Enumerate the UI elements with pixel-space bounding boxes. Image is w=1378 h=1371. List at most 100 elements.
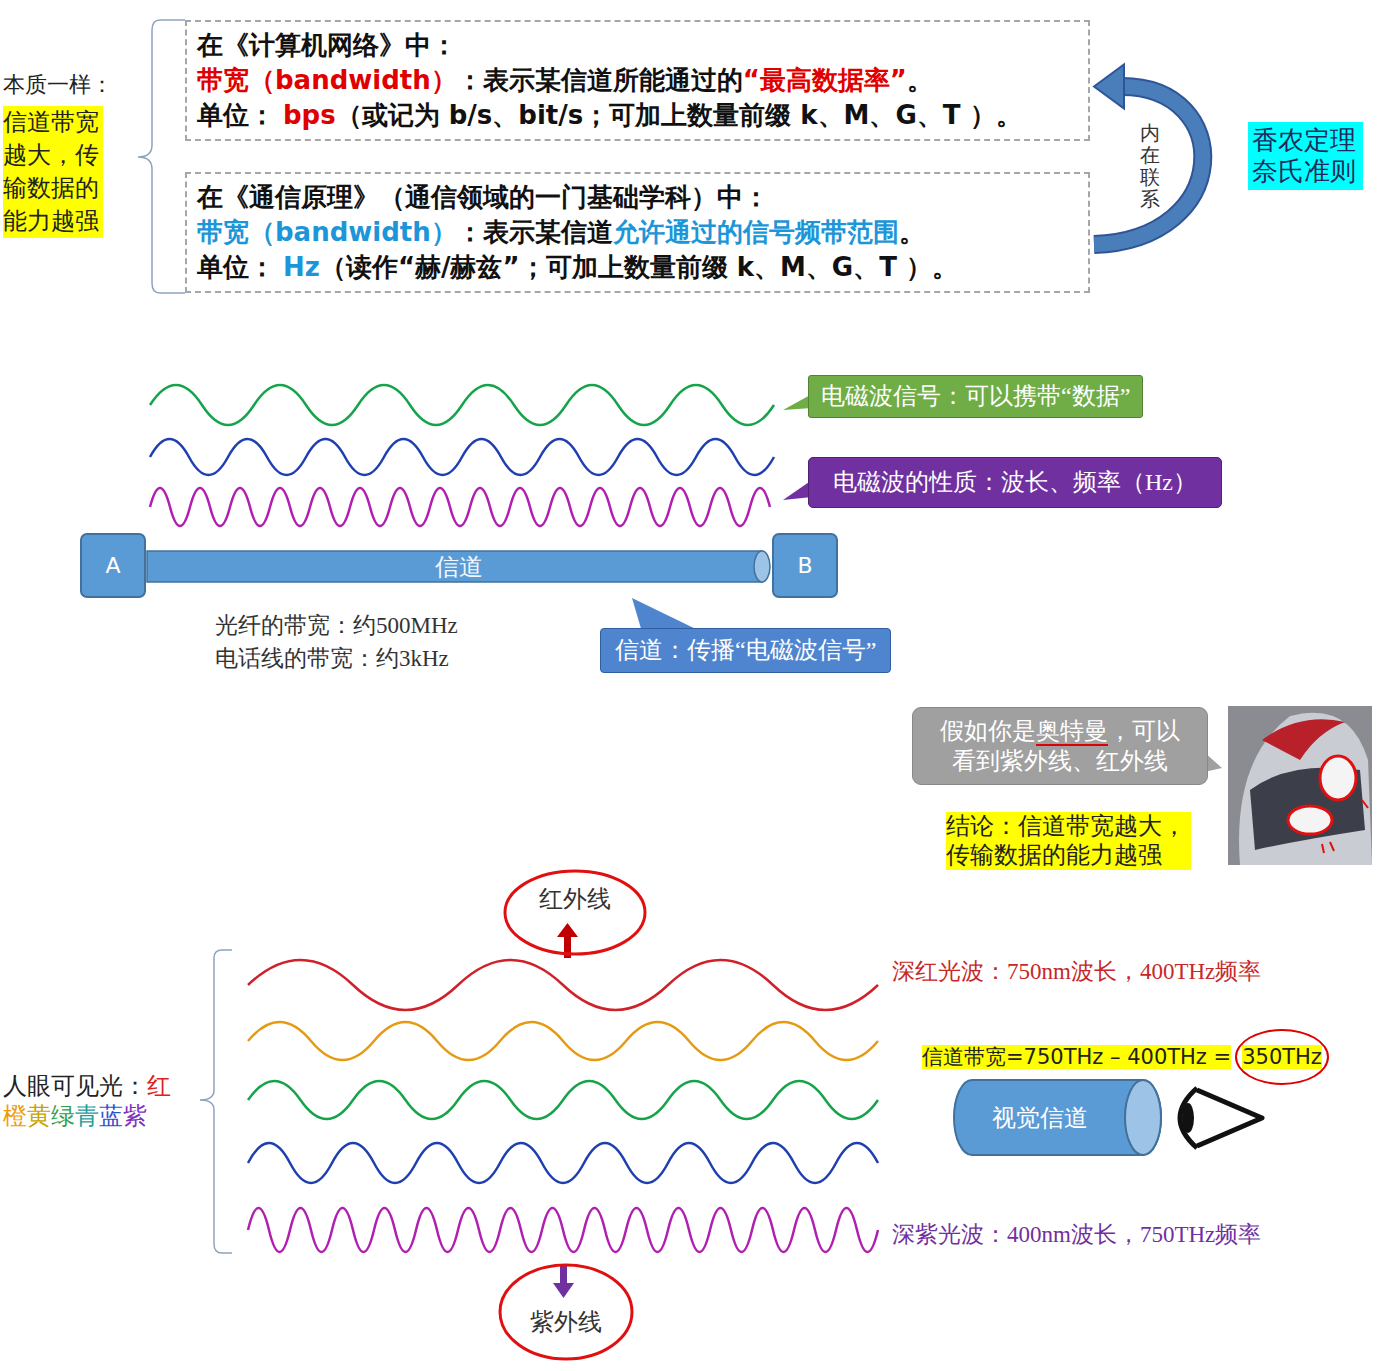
- bandwidth-note: 光纤的带宽：约500MHz: [215, 610, 458, 641]
- theorem-box: 香农定理 奈氏准则: [1248, 122, 1363, 190]
- circled-note: 红外线: [502, 868, 648, 957]
- spectrum-text: 人眼可见光：: [3, 1073, 147, 1099]
- color-word: 红: [147, 1073, 171, 1099]
- text-block: 在《计算机网络》中：带宽（bandwidth）：表示某信道所能通过的“最高数据率…: [197, 28, 1078, 133]
- definition-text: 。: [899, 217, 925, 247]
- definition-text: 带宽（bandwidth）: [197, 65, 457, 95]
- host-box: A: [80, 533, 146, 598]
- orange-wave: [248, 1022, 878, 1060]
- note-text: 本质一样：: [3, 70, 113, 100]
- bandwidth-note: 电话线的带宽：约3kHz: [215, 643, 449, 674]
- purple-wave: [150, 488, 770, 526]
- spectrum-note: 人眼可见光：红橙黄绿青蓝紫: [3, 1071, 175, 1131]
- callout-tail: [632, 598, 702, 632]
- text-block: A: [105, 553, 120, 578]
- blue-wave: [150, 439, 774, 475]
- node-text: 奥特曼: [1036, 718, 1108, 746]
- text-block: 信道：传播“电磁波信号”: [615, 635, 876, 666]
- bracket: [138, 20, 185, 293]
- blue-wave: [248, 1143, 878, 1183]
- text-block: 视觉信道: [992, 1102, 1088, 1134]
- speech-bubble: 假如你是奥特曼，可以看到紫外线、红外线: [912, 707, 1208, 785]
- channel-pipe: 信道: [146, 550, 772, 583]
- text-line: 带宽（bandwidth）：表示某信道所能通过的“最高数据率”。: [197, 63, 1078, 98]
- node-text: 信道：传播“电磁波信号”: [615, 637, 876, 663]
- equation-text: 信道带宽=750THz – 400THz =: [922, 1045, 1231, 1069]
- node-text: 红外线: [539, 886, 611, 912]
- color-word: 蓝: [99, 1103, 123, 1129]
- color-word: 青: [75, 1103, 99, 1129]
- hand-circle: 350THz: [1235, 1029, 1329, 1085]
- color-word: 黄: [27, 1103, 51, 1129]
- host-box: B: [772, 533, 838, 598]
- definition-box: 在《计算机网络》中：带宽（bandwidth）：表示某信道所能通过的“最高数据率…: [185, 20, 1090, 141]
- text-block: 红外线: [539, 883, 611, 915]
- highlight-note: 信道带宽越大，传输数据的能力越强: [3, 106, 103, 238]
- callout-box: 电磁波的性质：波长、频率（Hz）: [808, 457, 1222, 508]
- node-text: 信道: [435, 554, 483, 580]
- node-text: 假如你是: [940, 718, 1036, 744]
- node-text: 香农定理 奈氏准则: [1252, 126, 1356, 186]
- definition-text: 单位：: [197, 252, 275, 282]
- definition-text: 在《通信原理》（通信领域的一门基础学科）中：: [197, 182, 769, 212]
- definition-text: 带宽（bandwidth）: [197, 217, 457, 247]
- connector: [1094, 65, 1203, 245]
- definition-text: （读作“赫/赫兹”；可加上数量前缀 k、M、G、T ）。: [320, 252, 958, 282]
- hand-circle: [505, 871, 645, 954]
- text-block: 香农定理 奈氏准则: [1252, 125, 1359, 187]
- cylinder-end: [1125, 1080, 1161, 1155]
- ultraman-picture: [1228, 706, 1372, 865]
- definition-text: （或记为 b/s、bit/s；可加上数量前缀 k、M、G、T ）。: [336, 100, 1022, 130]
- definition-text: “最高数据率”: [743, 65, 907, 95]
- node-text: 电磁波信号：可以携带“数据”: [821, 383, 1130, 409]
- hand-circle: [500, 1265, 632, 1359]
- wave-note: 深红光波：750nm波长，400THz频率: [892, 956, 1261, 987]
- definition-text: 。: [907, 65, 933, 95]
- definition-text: ：表示某信道所能通过的: [457, 65, 743, 95]
- text-line: 单位： bps（或记为 b/s、bit/s；可加上数量前缀 k、M、G、T ）。: [197, 98, 1078, 133]
- arrow-head: [1094, 65, 1124, 109]
- red-wave: [248, 960, 878, 1010]
- color-word: 绿: [51, 1103, 75, 1129]
- channel-cylinder: 视觉信道: [952, 1078, 1163, 1157]
- definition-text: bps: [283, 100, 336, 130]
- text-block: 电磁波信号：可以携带“数据”: [821, 381, 1130, 412]
- callout-box: 电磁波信号：可以携带“数据”: [808, 375, 1143, 418]
- equation-line: 信道带宽=750THz – 400THz = 350THz: [922, 1028, 1329, 1086]
- color-word: 橙: [3, 1103, 27, 1129]
- connector-label: 内在联系: [1140, 122, 1160, 210]
- text-line: 在《计算机网络》中：: [197, 28, 1078, 63]
- eye-icon: [1180, 1088, 1262, 1148]
- pipe-end: [754, 551, 770, 582]
- wave-note: 深紫光波：400nm波长，750THz频率: [892, 1219, 1261, 1250]
- text-block: 假如你是奥特曼，可以看到紫外线、红外线: [933, 716, 1187, 776]
- definition-text: 在《计算机网络》中：: [197, 30, 457, 60]
- connector-outline: [1094, 87, 1203, 245]
- definition-text: Hz: [283, 252, 320, 282]
- text-block: B: [797, 553, 812, 578]
- node-text: B: [797, 553, 812, 578]
- node-text: 紫外线: [530, 1309, 602, 1335]
- node-text: A: [105, 553, 120, 578]
- green-wave: [150, 385, 774, 425]
- color-word: 紫: [123, 1103, 147, 1129]
- definition-text: ：表示某信道: [457, 217, 613, 247]
- cylinder-body: [954, 1080, 1161, 1155]
- node-text: 电磁波的性质：波长、频率（Hz）: [833, 469, 1197, 495]
- bracket: [200, 950, 232, 1253]
- text-block: 信道: [435, 551, 483, 583]
- shape-outline: [502, 868, 648, 957]
- connector-line: [1094, 87, 1203, 245]
- node-text: 视觉信道: [992, 1105, 1088, 1131]
- green-wave: [248, 1081, 878, 1119]
- circled-note: 紫外线: [497, 1262, 635, 1362]
- equation-result: 350THz: [1242, 1045, 1322, 1069]
- text-block: 在《通信原理》（通信领域的一门基础学科）中：带宽（bandwidth）：表示某信…: [197, 180, 1078, 285]
- text-line: 单位： Hz（读作“赫/赫兹”；可加上数量前缀 k、M、G、T ）。: [197, 250, 1078, 285]
- down-arrow: [553, 1266, 574, 1298]
- text-line: 在《通信原理》（通信领域的一门基础学科）中：: [197, 180, 1078, 215]
- text-line: 带宽（bandwidth）：表示某信道允许通过的信号频带范围。: [197, 215, 1078, 250]
- definition-box: 在《通信原理》（通信领域的一门基础学科）中：带宽（bandwidth）：表示某信…: [185, 172, 1090, 293]
- definition-text: 单位：: [197, 100, 275, 130]
